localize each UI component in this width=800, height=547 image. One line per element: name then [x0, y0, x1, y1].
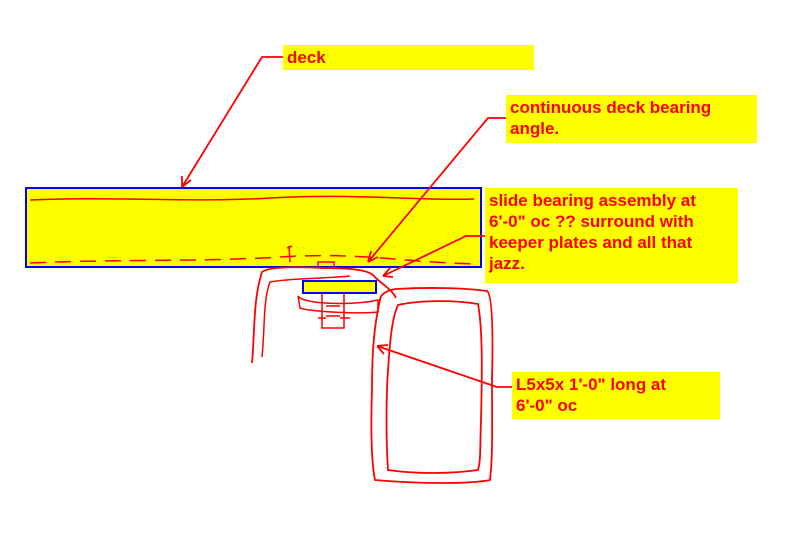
deck-slab	[25, 187, 482, 268]
slide-bearing-plate	[302, 280, 377, 294]
angle-clip-outer	[370, 287, 494, 484]
deck-leader	[181, 56, 283, 188]
bearing-angle-line-2: angle.	[510, 119, 560, 138]
slide-bearing-line-3: keeper plates and all that	[489, 233, 693, 252]
bolt-stem	[318, 294, 350, 329]
bearing-angle-line-1: continuous deck bearing	[510, 98, 712, 117]
deck-top-line	[29, 195, 475, 201]
bearing-angle-inner	[261, 275, 351, 358]
slide-bearing-line-2: 6'-0" oc ?? surround with	[489, 212, 694, 231]
angle-clip-callout: L5x5x 1'-0" long at 6'-0" oc	[512, 372, 720, 419]
angle-clip-line-1: L5x5x 1'-0" long at	[516, 375, 667, 394]
slide-bearing-line-1: slide bearing assembly at	[489, 191, 696, 210]
angle-clip-leader	[376, 344, 512, 388]
slide-bearing-line-4: jazz.	[489, 254, 525, 273]
bearing-angle	[251, 266, 397, 364]
deck-label: deck	[287, 48, 326, 67]
slide-bearing-leader	[382, 235, 485, 278]
angle-clip-line-2: 6'-0" oc	[516, 396, 578, 415]
bearing-guide-box	[297, 295, 379, 314]
bearing-angle-leader	[367, 117, 506, 263]
keeper-plate	[317, 261, 335, 268]
deck-bearing-tick	[286, 245, 293, 263]
deck-callout: deck	[283, 45, 534, 70]
angle-clip-inner	[385, 300, 483, 474]
deck-dashed-line	[29, 254, 477, 265]
slide-bearing-callout: slide bearing assembly at 6'-0" oc ?? su…	[485, 188, 738, 283]
bearing-angle-callout: continuous deck bearing angle.	[506, 95, 757, 143]
